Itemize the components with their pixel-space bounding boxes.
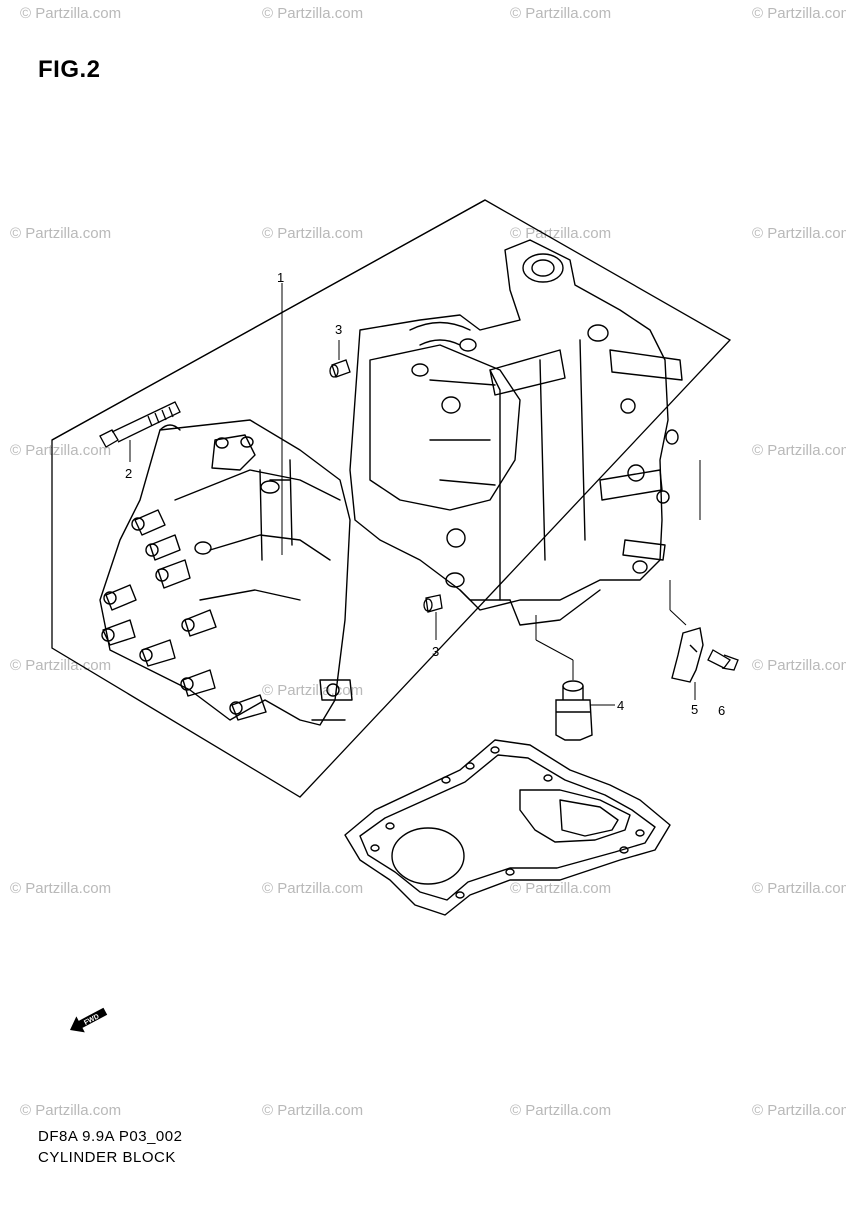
callout-5: 5 (691, 702, 698, 717)
model-code: DF8A 9.9A P03_002 (38, 1128, 183, 1145)
watermark: © Partzilla.com (510, 880, 611, 897)
forward-arrow-icon: FWD (70, 1007, 108, 1033)
leader-lines (129, 283, 701, 706)
watermark: © Partzilla.com (10, 880, 111, 897)
callout-1: 1 (277, 270, 284, 285)
watermark: © Partzilla.com (262, 682, 363, 699)
watermark: © Partzilla.com (262, 1102, 363, 1119)
watermark: © Partzilla.com (510, 5, 611, 22)
callout-labels: 1 2 3 3 4 5 6 (125, 270, 725, 718)
figure-caption: CYLINDER BLOCK (38, 1149, 176, 1166)
watermark: © Partzilla.com (752, 225, 846, 242)
bolt-part (99, 401, 181, 448)
watermark: © Partzilla.com (10, 442, 111, 459)
watermark: © Partzilla.com (752, 442, 846, 459)
cylinder-block-drawing (99, 239, 683, 726)
callout-2: 2 (125, 466, 132, 481)
watermark: © Partzilla.com (510, 225, 611, 242)
clamp-part (671, 627, 704, 683)
plug-part (555, 680, 593, 741)
watermark: © Partzilla.com (510, 1102, 611, 1119)
callout-3: 3 (335, 322, 342, 337)
gasket-part (344, 739, 671, 916)
dowel-pin-part (329, 359, 443, 613)
bolt-small-part (707, 649, 739, 671)
callout-3: 3 (432, 644, 439, 659)
figure-title: FIG.2 (38, 56, 101, 83)
watermark: © Partzilla.com (752, 880, 846, 897)
watermark: © Partzilla.com (752, 5, 846, 22)
watermark: © Partzilla.com (752, 1102, 846, 1119)
watermark: © Partzilla.com (10, 225, 111, 242)
watermark: © Partzilla.com (20, 5, 121, 22)
watermark: © Partzilla.com (262, 5, 363, 22)
callout-4: 4 (617, 698, 624, 713)
watermark: © Partzilla.com (262, 880, 363, 897)
callout-6: 6 (718, 703, 725, 718)
watermark-layer: © Partzilla.com © Partzilla.com © Partzi… (10, 5, 846, 1119)
watermark: © Partzilla.com (10, 657, 111, 674)
watermark: © Partzilla.com (752, 657, 846, 674)
assembly-outline (51, 199, 732, 798)
watermark: © Partzilla.com (20, 1102, 121, 1119)
fwd-label: FWD (83, 1013, 100, 1027)
watermark: © Partzilla.com (262, 225, 363, 242)
assembly-outline-edge (51, 199, 486, 441)
